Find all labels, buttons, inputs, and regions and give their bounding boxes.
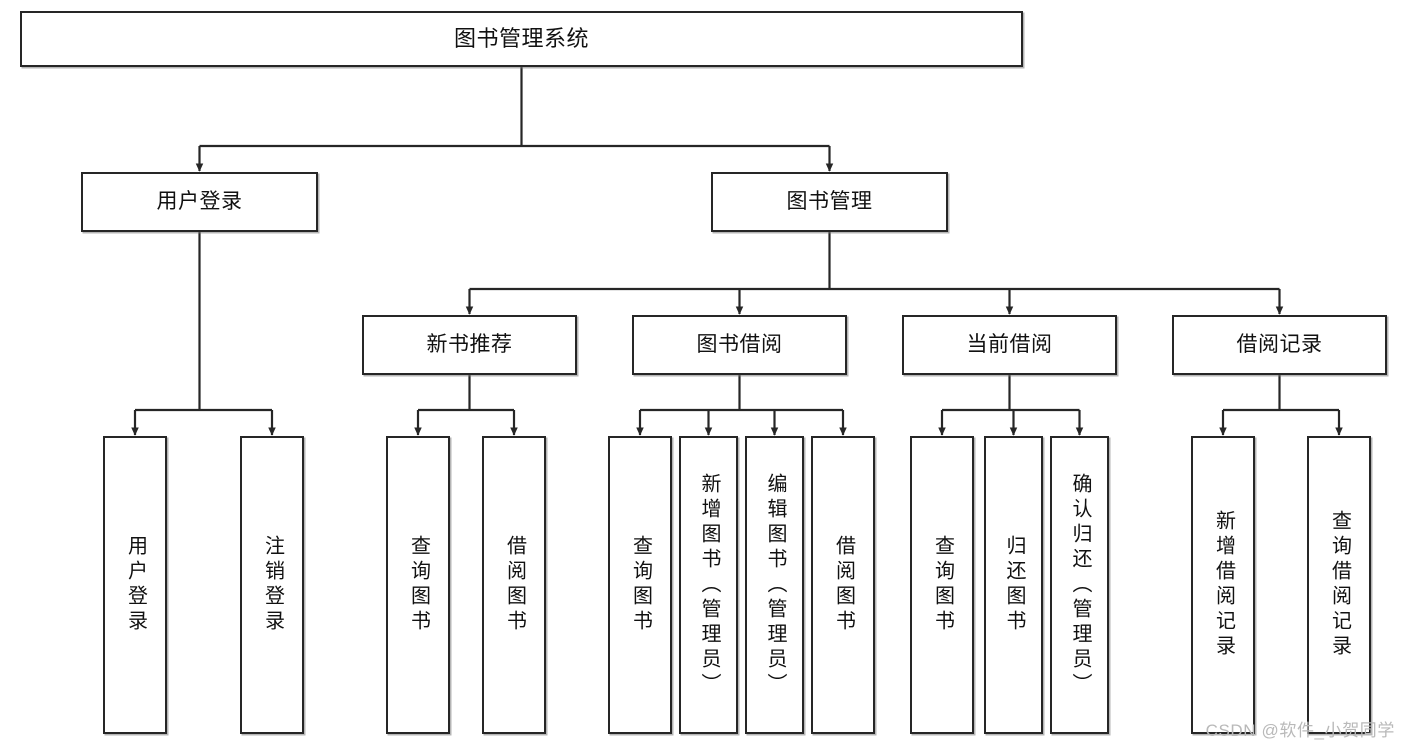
node-label: 图书管理系统 bbox=[453, 26, 589, 52]
node-root[interactable]: 图书管理系统 bbox=[20, 11, 1023, 67]
node-label: 编辑图书（管理员） bbox=[764, 472, 786, 698]
node-l-confirm[interactable]: 确认归还（管理员） bbox=[1050, 436, 1109, 734]
node-l-queryrec[interactable]: 查询借阅记录 bbox=[1307, 436, 1371, 734]
node-l-edit[interactable]: 编辑图书（管理员） bbox=[745, 436, 804, 734]
node-l-query3[interactable]: 查询图书 bbox=[910, 436, 974, 734]
node-label: 注销登录 bbox=[261, 535, 284, 635]
node-label: 图书管理 bbox=[786, 189, 873, 213]
node-label: 借阅图书 bbox=[503, 535, 526, 635]
node-label: 图书借阅 bbox=[696, 332, 783, 356]
node-label: 借阅图书 bbox=[832, 535, 855, 635]
node-newbook[interactable]: 新书推荐 bbox=[362, 315, 577, 375]
node-records[interactable]: 借阅记录 bbox=[1172, 315, 1387, 375]
node-label: 借阅记录 bbox=[1236, 332, 1323, 356]
node-label: 查询图书 bbox=[407, 535, 430, 635]
node-borrow[interactable]: 图书借阅 bbox=[632, 315, 847, 375]
node-l-add[interactable]: 新增图书（管理员） bbox=[679, 436, 738, 734]
node-label: 查询图书 bbox=[931, 535, 954, 635]
node-label: 确认归还（管理员） bbox=[1069, 472, 1091, 698]
node-bookmgmt[interactable]: 图书管理 bbox=[711, 172, 948, 232]
node-login[interactable]: 用户登录 bbox=[81, 172, 318, 232]
node-label: 新增借阅记录 bbox=[1212, 510, 1235, 660]
node-label: 用户登录 bbox=[156, 189, 243, 213]
node-label: 新书推荐 bbox=[426, 332, 513, 356]
node-l-borrow1[interactable]: 借阅图书 bbox=[482, 436, 546, 734]
node-label: 用户登录 bbox=[124, 535, 147, 635]
node-l-logout[interactable]: 注销登录 bbox=[240, 436, 304, 734]
node-current[interactable]: 当前借阅 bbox=[902, 315, 1117, 375]
node-label: 归还图书 bbox=[1003, 535, 1025, 635]
watermark: CSDN @软件_小贺同学 bbox=[1205, 721, 1395, 740]
node-l-query1[interactable]: 查询图书 bbox=[386, 436, 450, 734]
node-l-borrow2[interactable]: 借阅图书 bbox=[811, 436, 875, 734]
node-l-query2[interactable]: 查询图书 bbox=[608, 436, 672, 734]
node-l-return[interactable]: 归还图书 bbox=[984, 436, 1043, 734]
node-l-userlogin[interactable]: 用户登录 bbox=[103, 436, 167, 734]
node-l-addrec[interactable]: 新增借阅记录 bbox=[1191, 436, 1255, 734]
node-label: 查询图书 bbox=[629, 535, 652, 635]
node-label: 当前借阅 bbox=[966, 332, 1053, 356]
node-label: 查询借阅记录 bbox=[1328, 510, 1351, 660]
node-label: 新增图书（管理员） bbox=[698, 472, 720, 698]
